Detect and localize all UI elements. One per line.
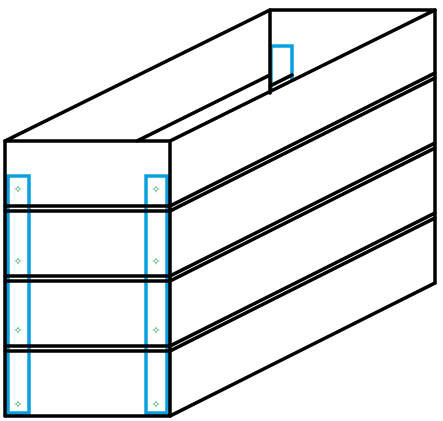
fastener-mark: ✧ <box>151 183 160 196</box>
corner-posts <box>6 44 294 415</box>
fastener-mark: ✧ <box>151 324 160 337</box>
side-seam-1a <box>168 71 437 208</box>
side-seam-3b <box>168 216 437 353</box>
bed-outline <box>3 8 437 418</box>
front-right-corner-post <box>144 174 169 415</box>
side-seam-2a <box>168 141 437 278</box>
fastener-mark: ✧ <box>13 398 22 411</box>
fastener-mark: ✧ <box>13 324 22 337</box>
fastener-mark: ✧ <box>151 255 160 268</box>
side-seam-3a <box>168 211 437 348</box>
side-bottom-edge <box>168 281 437 418</box>
front-left-corner-post <box>6 174 31 415</box>
inner-floor-edge <box>135 73 272 143</box>
top-rim-right-edge <box>168 8 437 143</box>
top-rim-left-edge <box>3 8 272 143</box>
side-seam-1b <box>168 76 437 213</box>
side-seam-2b <box>168 146 437 283</box>
inner-floor-edge-right <box>268 73 294 88</box>
fastener-mark: ✧ <box>13 183 22 196</box>
fastener-marks: ✧ ✧ ✧ ✧ ✧ ✧ ✧ ✧ <box>13 183 160 411</box>
fastener-mark: ✧ <box>13 255 22 268</box>
fastener-mark: ✧ <box>151 398 160 411</box>
